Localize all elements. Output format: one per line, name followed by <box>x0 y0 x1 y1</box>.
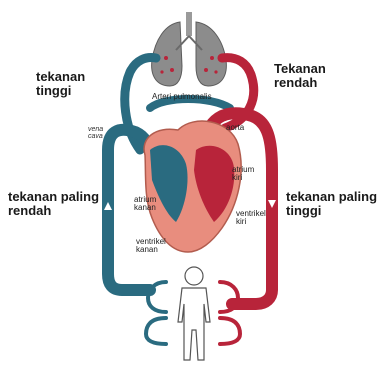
high-pressure-label: tekanan tinggi <box>36 70 106 97</box>
pulmonary-artery-label: Arteri pulmonalis <box>152 93 238 101</box>
left-ventricle-label: ventrikel kiri <box>236 210 270 227</box>
vena-cava-label: vena cava <box>88 126 118 141</box>
right-ventricle-label: ventrikel kanan <box>136 238 176 255</box>
human-body <box>178 267 210 360</box>
highest-pressure-label: tekanan paling tinggi <box>286 190 381 217</box>
aorta-label: aorta <box>226 124 256 132</box>
lowest-pressure-label: tekanan paling rendah <box>8 190 103 217</box>
lungs <box>152 12 227 86</box>
trachea <box>186 12 192 36</box>
right-atrium-label: atrium kanan <box>134 196 168 213</box>
left-atrium-label: atrium kiri <box>232 166 262 183</box>
heart <box>144 121 241 252</box>
low-pressure-label: Tekanan rendah <box>274 62 364 89</box>
